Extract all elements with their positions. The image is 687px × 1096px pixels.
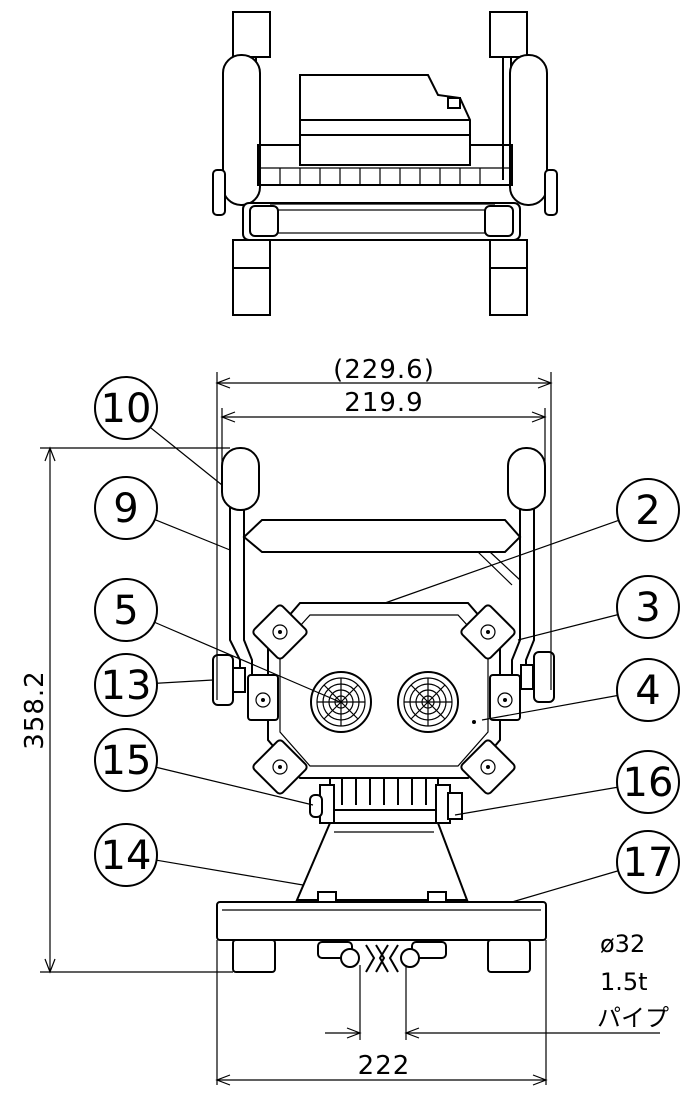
balloon-circle-9 [94,476,158,540]
balloon-leader-2 [384,519,619,604]
pipe-material: パイプ [597,1004,669,1032]
led-lens-left [310,671,372,733]
balloon-label-5: 5 [113,588,138,634]
balloon-3: 3 [517,575,680,641]
balloon-label-9: 9 [113,486,138,532]
dim-handle-width: 219.9 [344,388,423,418]
balloon-circle-16 [616,750,680,814]
balloon-13: 13 [94,653,214,717]
front-view [212,447,555,973]
balloon-circle-13 [94,653,158,717]
balloon-17: 17 [511,830,680,903]
balloon-circle-14 [94,823,158,887]
balloon-10: 10 [94,376,223,486]
balloon-16: 16 [454,750,680,816]
dim-overall-width: (229.6) [333,355,435,385]
balloon-circle-17 [616,830,680,894]
balloon-9: 9 [94,476,231,551]
balloon-leader-10 [149,426,223,486]
balloon-circle-3 [616,575,680,639]
balloon-leader-3 [517,614,619,641]
pipe-thickness: 1.5t [600,968,648,996]
balloon-label-17: 17 [623,840,674,886]
top-view [212,11,558,316]
balloon-leader-17 [511,870,619,903]
balloon-label-13: 13 [101,663,152,709]
dim-base-width: 222 [358,1051,411,1081]
balloon-label-15: 15 [101,738,152,784]
balloon-leader-9 [154,519,231,551]
led-lens-right [397,671,459,733]
balloon-label-14: 14 [101,833,152,879]
balloon-circle-4 [616,658,680,722]
balloon-label-10: 10 [101,386,152,432]
balloon-circle-5 [94,578,158,642]
balloon-leader-13 [156,679,214,684]
balloon-circle-10 [94,376,158,440]
balloon-4: 4 [481,658,680,722]
balloon-leader-4 [481,694,618,721]
balloon-circle-15 [94,728,158,792]
balloon-group: 10 9 5 13 15 14 2 3 4 16 17 [94,376,680,903]
pipe-diameter: ø32 [600,930,645,958]
balloon-leader-16 [454,786,618,816]
balloon-leader-15 [155,766,314,806]
balloon-label-3: 3 [635,585,660,631]
dimension-lines [40,372,660,1086]
pipe-clamps [317,941,447,973]
corner-bumpers [247,604,521,795]
balloon-label-4: 4 [635,668,660,714]
balloon-15: 15 [94,728,314,806]
dim-height: 358.2 [20,670,50,749]
balloon-label-2: 2 [635,488,660,534]
balloon-5: 5 [94,578,341,703]
balloon-2: 2 [384,478,680,604]
balloon-leader-14 [156,859,304,886]
balloon-leader-5 [154,621,341,703]
balloon-label-16: 16 [623,760,674,806]
balloon-14: 14 [94,823,304,887]
balloon-circle-2 [616,478,680,542]
